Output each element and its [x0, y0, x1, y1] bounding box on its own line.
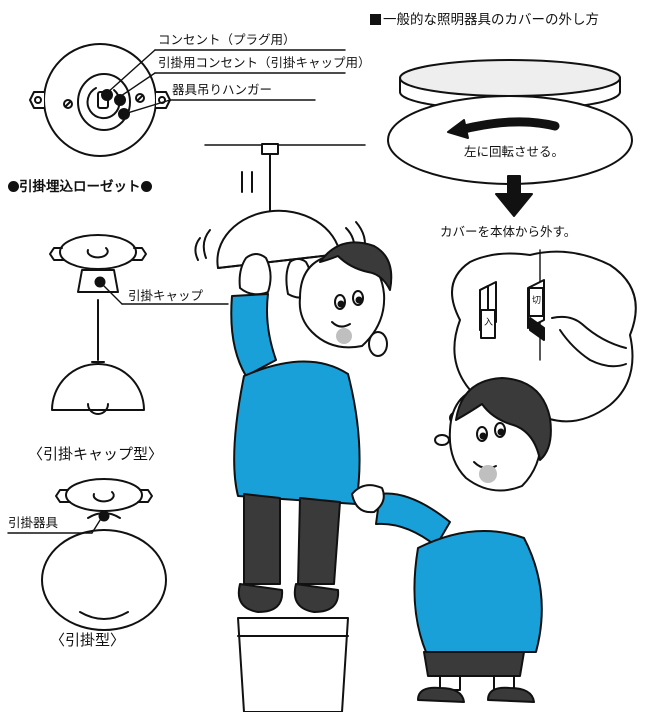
- bullet-dot-icon: [140, 181, 152, 192]
- switch-off-label: 切: [532, 296, 542, 306]
- hook-cap-pendant-drawing: [49, 234, 147, 415]
- bullet-dot-icon: [8, 181, 19, 192]
- label-remove-cover: カバーを本体から外す。: [440, 224, 577, 239]
- label-hook-cap: 引掛キャップ: [128, 288, 204, 303]
- label-outlet-plug: コンセント（プラグ用）: [158, 32, 296, 47]
- label-rosette-text: 引掛埋込ローゼット: [19, 179, 141, 195]
- man-figure: [194, 143, 393, 712]
- label-rosette: 引掛埋込ローゼット: [8, 179, 152, 195]
- square-bullet-icon: [370, 14, 381, 25]
- woman-figure: [351, 377, 552, 703]
- label-hook-type: 〈引掛型〉: [50, 631, 126, 649]
- page-heading: 一般的な照明器具のカバーの外し方: [370, 12, 599, 28]
- rosette-drawing: [29, 43, 171, 157]
- label-outlet-hook: 引掛用コンセント（引掛キャップ用）: [158, 55, 371, 70]
- label-hook-fixture: 引掛器具: [8, 515, 59, 530]
- hook-type-drawing: [41, 478, 167, 631]
- switch-on-label: 入: [484, 318, 494, 328]
- label-hanger: 器具吊りハンガー: [172, 82, 273, 97]
- label-rotate-left: 左に回転させる。: [464, 144, 565, 159]
- label-hook-cap-type: 〈引掛キャップ型〉: [28, 445, 164, 463]
- page-heading-text: 一般的な照明器具のカバーの外し方: [383, 12, 599, 28]
- ceiling-light-drawing: [387, 59, 633, 217]
